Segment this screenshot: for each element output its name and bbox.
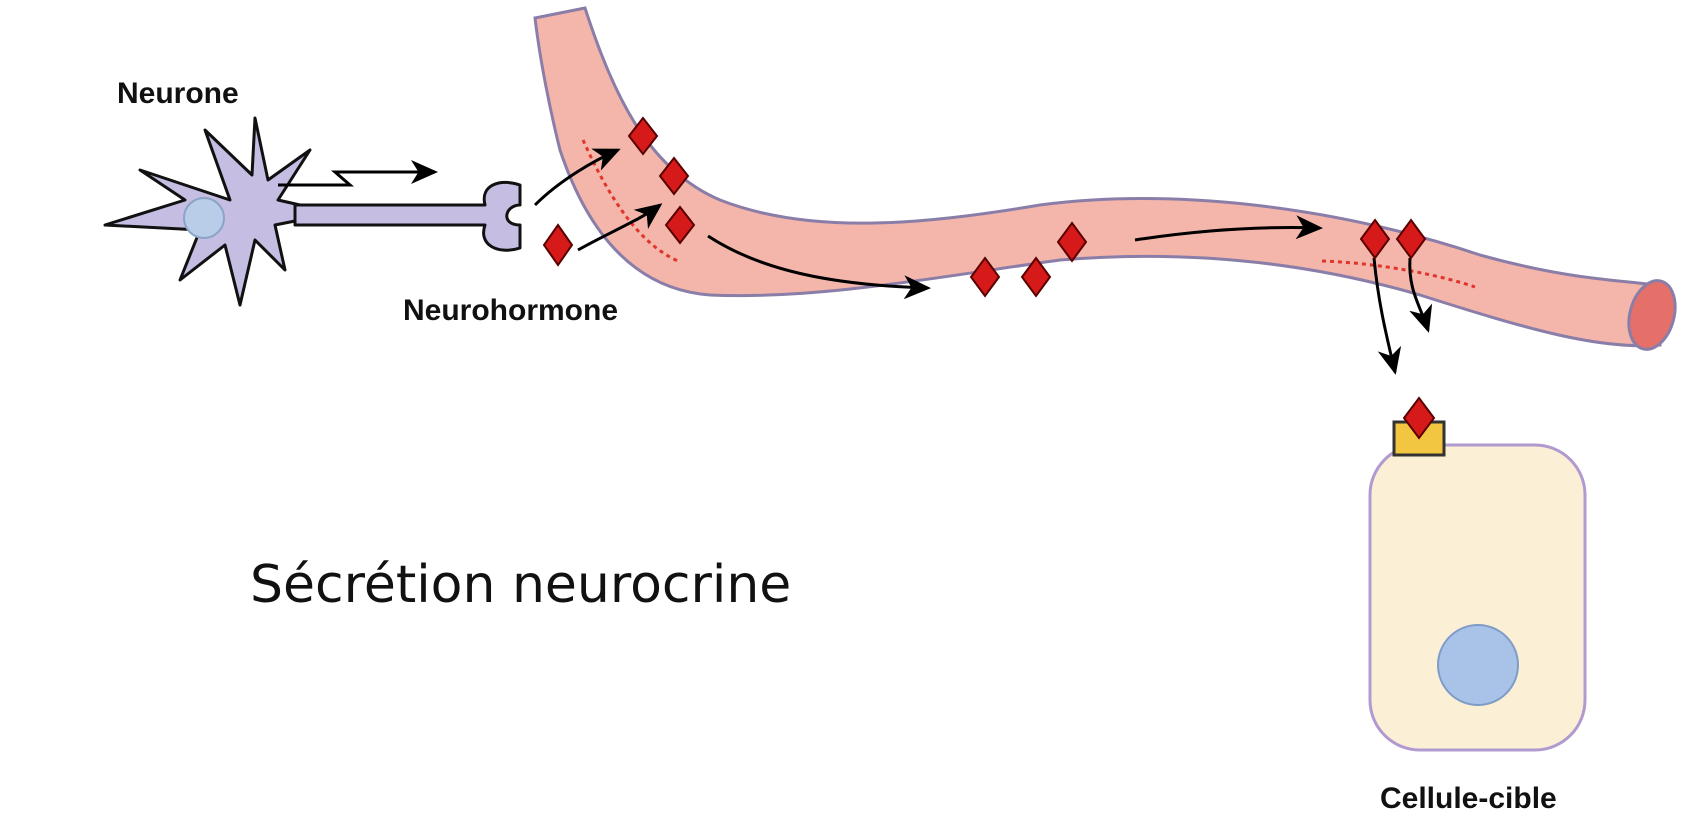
neuron-label: Neurone	[117, 77, 239, 110]
axon	[295, 182, 520, 250]
neurohormone-label: Neurohormone	[403, 294, 618, 327]
blood-vessel-body	[535, 8, 1660, 346]
blood-vessel	[535, 8, 1682, 355]
target-cell-label: Cellule-cible	[1380, 782, 1557, 815]
target-cell-nucleus	[1438, 625, 1518, 705]
neuron-nucleus	[184, 198, 224, 238]
target-cell	[1370, 398, 1585, 750]
neuron	[105, 118, 520, 305]
diamond-hormone-icon	[544, 225, 572, 265]
lightning-arrow-icon	[278, 172, 435, 185]
diagram-title: Sécrétion neurocrine	[250, 555, 791, 615]
